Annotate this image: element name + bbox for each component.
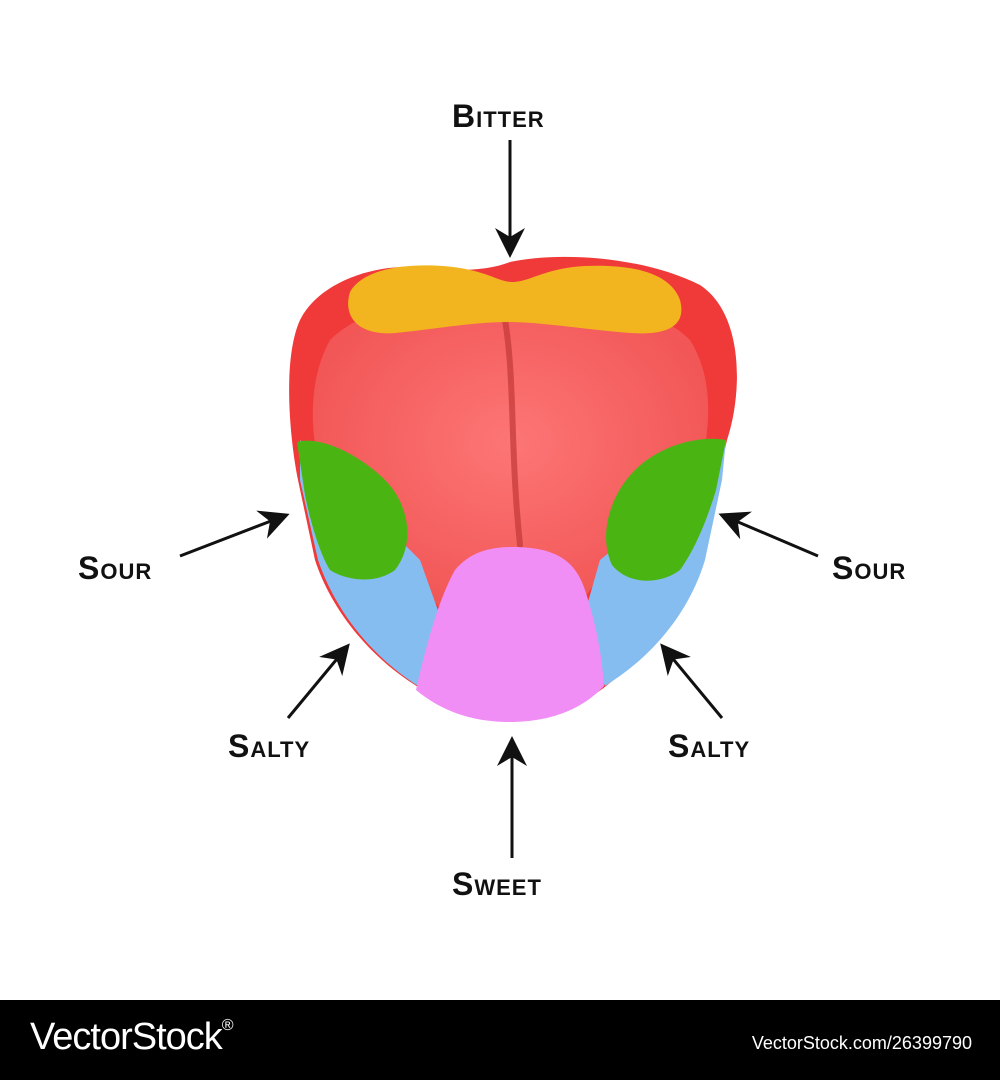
sour-zone-left xyxy=(297,440,408,580)
watermark-logo-text: VectorStock xyxy=(30,1016,223,1058)
tongue-taste-map-diagram xyxy=(179,140,819,858)
label-sweet: Sweet xyxy=(452,866,542,902)
label-salty-left: Salty xyxy=(228,728,311,764)
arrow-sour-left xyxy=(179,510,290,558)
watermark-footer: VectorStock® VectorStock.com/26399790 xyxy=(0,1000,1000,1080)
arrow-salty-right xyxy=(660,643,724,719)
arrow-sour-right xyxy=(718,511,819,558)
label-sour-right: Sour xyxy=(832,550,907,586)
label-bitter: Bitter xyxy=(452,98,545,134)
arrow-salty-left xyxy=(286,643,350,719)
sour-zone-right xyxy=(606,438,726,581)
tongue-midline xyxy=(502,317,523,548)
label-salty-right: Salty xyxy=(668,728,751,764)
label-sour-left: Sour xyxy=(78,550,153,586)
watermark-url: VectorStock.com/26399790 xyxy=(751,1033,972,1053)
sweet-zone xyxy=(416,547,604,722)
watermark-logo: VectorStock® xyxy=(30,1016,234,1058)
registered-mark: ® xyxy=(221,1017,234,1034)
bitter-zone xyxy=(348,265,682,334)
